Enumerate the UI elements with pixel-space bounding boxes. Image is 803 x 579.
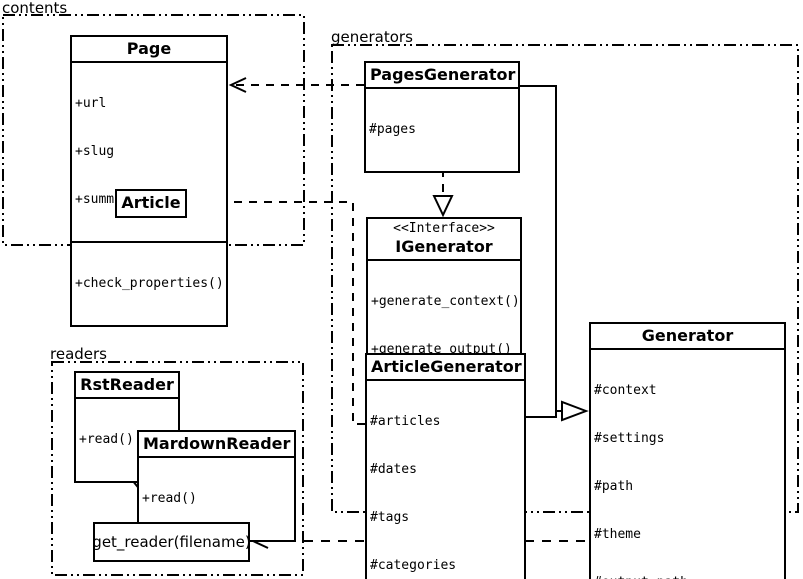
attribute: #dates — [370, 462, 417, 477]
class-pagesgenerator-attributes: #pages — [366, 89, 518, 171]
package-generators-border — [331, 44, 799, 513]
class-page-title: Page — [72, 37, 226, 63]
realization-pagesgenerator-to-igenerator-triangle — [432, 195, 454, 218]
class-rstreader-methods: +read() — [76, 399, 178, 481]
class-article-title: Article — [121, 193, 181, 212]
package-readers-border — [51, 361, 304, 576]
function-get-reader: get_reader(filename) — [92, 522, 251, 562]
class-articlegenerator-attributes: #articles #dates #tags #categories — [367, 381, 524, 579]
dependency-articlegenerator-to-article-line — [197, 201, 365, 425]
class-igenerator-header: <<Interface>> IGenerator — [368, 219, 520, 261]
class-rstreader-title: RstReader — [76, 373, 178, 399]
class-generator-attributes: #context #settings #path #theme #output_… — [591, 350, 784, 579]
attribute: #categories — [370, 558, 457, 573]
package-generators-label: generators — [331, 28, 413, 46]
class-mardownreader-title: MardownReader — [139, 432, 294, 458]
generalization-into-generator-triangle — [561, 400, 589, 422]
method: +check_properties() — [75, 276, 224, 291]
package-readers-label: readers — [50, 345, 107, 363]
attribute: +slug — [75, 144, 115, 159]
class-pagesgenerator: PagesGenerator #pages — [364, 61, 520, 173]
class-articlegenerator-title: ArticleGenerator — [367, 355, 524, 381]
generalization-articlegenerator-to-generator-line — [526, 411, 557, 418]
method: +generate_context() — [371, 294, 520, 309]
attribute: #settings — [594, 431, 665, 446]
class-mardownreader-methods: +read() — [139, 458, 294, 540]
attribute: #tags — [370, 510, 410, 525]
class-articlegenerator: ArticleGenerator #articles #dates #tags … — [365, 353, 526, 579]
class-generator-title: Generator — [591, 324, 784, 350]
class-article: Article — [115, 189, 187, 218]
attribute: +url — [75, 96, 107, 111]
attribute: #path — [594, 479, 634, 494]
class-page: Page +url +slug +summary +check_properti… — [70, 35, 228, 327]
attribute: #articles — [370, 414, 441, 429]
generalization-pagesgenerator-to-generator-line — [520, 85, 563, 412]
method: +read() — [79, 432, 134, 447]
package-contents-label: contents — [2, 0, 68, 17]
attribute: #output_path — [594, 575, 781, 579]
attribute: #context — [594, 383, 657, 398]
class-igenerator-stereotype: <<Interface>> — [393, 221, 495, 236]
method: +read() — [142, 491, 197, 506]
class-generator: Generator #context #settings #path #them… — [589, 322, 786, 579]
attribute: #pages — [369, 122, 416, 137]
function-get-reader-label: get_reader(filename) — [92, 533, 251, 551]
class-page-methods: +check_properties() — [72, 243, 226, 325]
attribute: #theme — [594, 527, 641, 542]
dependency-pagesgenerator-to-page-arrowhead — [228, 77, 247, 93]
class-pagesgenerator-title: PagesGenerator — [366, 63, 518, 89]
class-igenerator-title: IGenerator — [395, 237, 493, 256]
